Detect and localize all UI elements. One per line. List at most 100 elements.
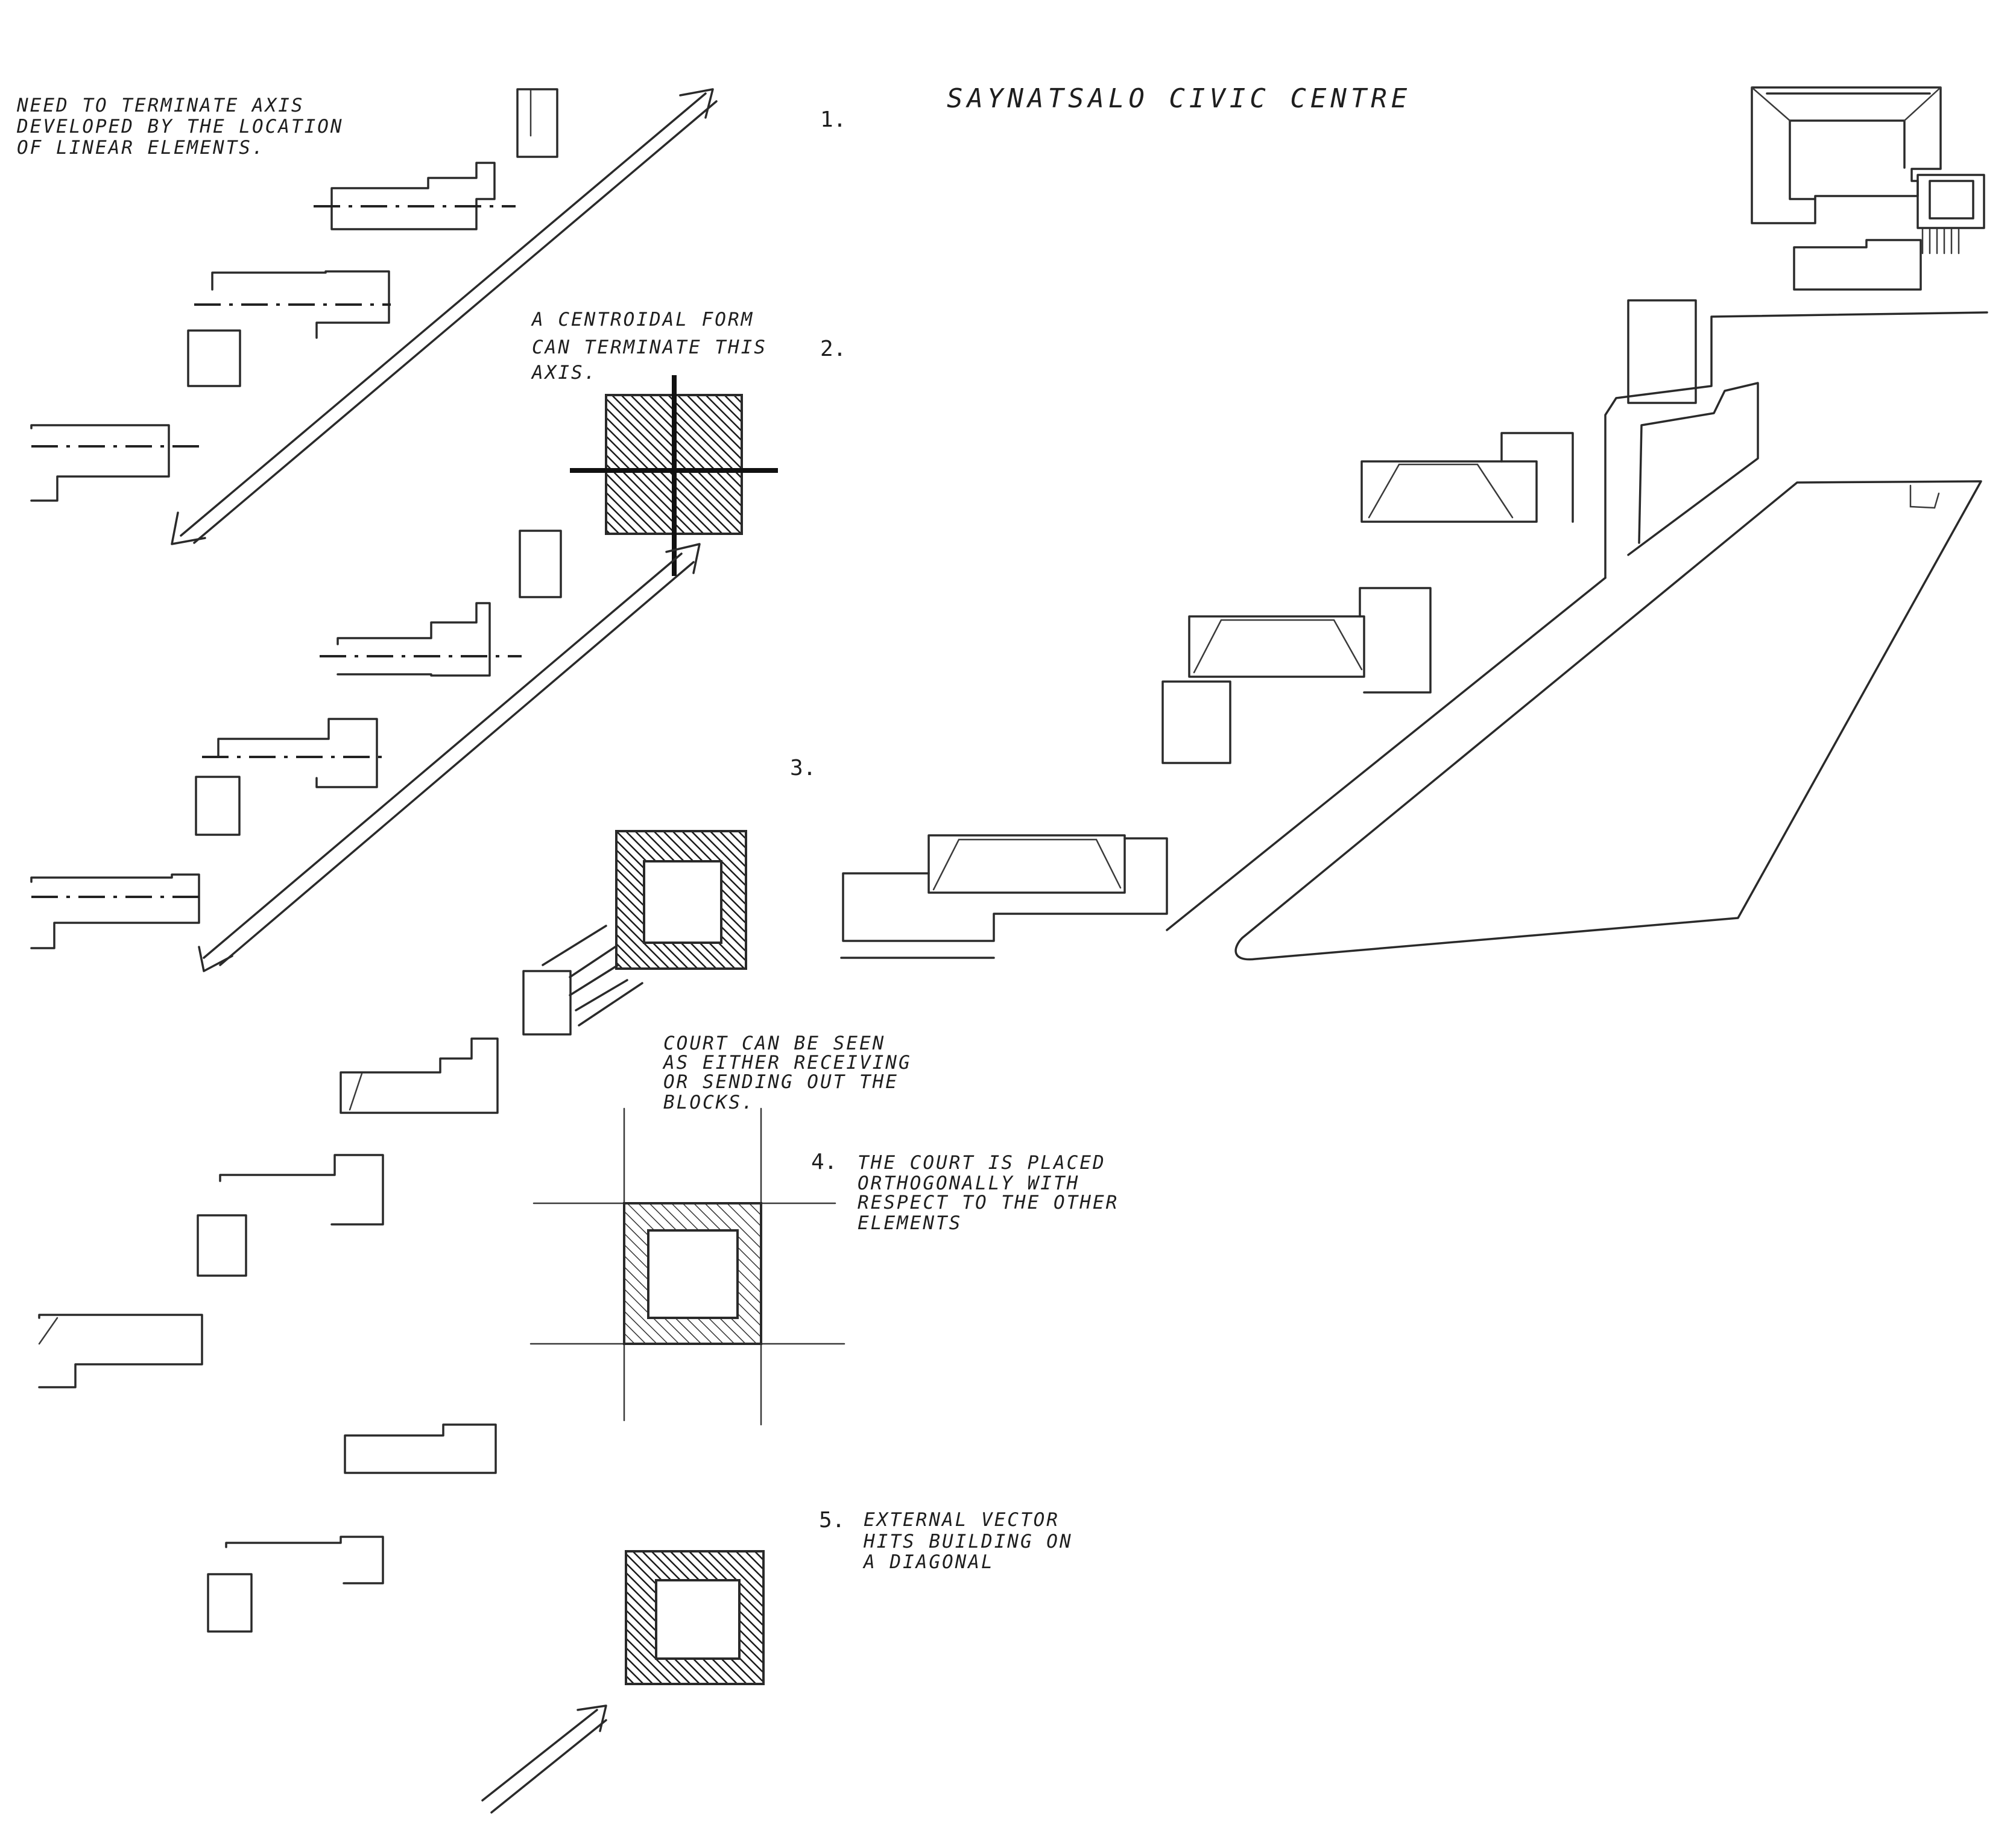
d1-block-a <box>330 162 496 230</box>
site-block-4-roof <box>932 838 1122 891</box>
d1-arrow-head-top <box>679 88 714 119</box>
note-3-line-2: AS EITHER RECEIVING <box>662 1052 912 1074</box>
d1-arrow-head-bottom <box>171 511 206 545</box>
d2-diagonal-axis-a <box>203 552 683 959</box>
site-block-2-main <box>1360 460 1538 523</box>
d3-court-void <box>643 860 722 944</box>
d1-diagonal-axis-a <box>180 92 707 537</box>
diagram-3-court-radiating <box>38 830 747 1388</box>
note-2-line-1: A CENTROIDAL FORM <box>531 309 754 331</box>
d3-arrow-4 <box>575 979 628 1011</box>
d1-block-c <box>30 424 170 502</box>
site-courtyard-hip-1 <box>1751 86 1791 122</box>
d3-arrow-5 <box>578 982 643 1027</box>
note-2-line-2: CAN TERMINATE THIS <box>532 337 767 358</box>
site-plan <box>840 86 1988 961</box>
site-block-3-main <box>1188 615 1365 678</box>
site-wedge-corner-block <box>1909 484 1940 509</box>
site-courtyard-outer <box>1751 86 1942 224</box>
d3-block-b-foot <box>197 1214 247 1277</box>
site-block-4 <box>840 834 1168 959</box>
note-5-line-2: HITS BUILDING ON <box>863 1531 1073 1552</box>
step-4-number: 4. <box>811 1150 837 1174</box>
d3-block-c-eave <box>38 1317 58 1345</box>
note-5: EXTERNAL VECTOR HITS BUILDING ON A DIAGO… <box>862 1509 1073 1573</box>
d3-block-b <box>219 1154 384 1226</box>
note-4-line-4: ELEMENTS <box>858 1212 962 1234</box>
site-annex <box>1793 239 1922 291</box>
step-5-number: 5. <box>819 1508 845 1533</box>
diagram-4-orthogonal-court <box>207 1107 845 1633</box>
note-3: COURT CAN BE SEEN AS EITHER RECEIVING OR… <box>662 1033 912 1113</box>
d5-vector-a <box>481 1709 598 1802</box>
site-block-4-ext <box>842 837 1168 942</box>
note-3-line-1: COURT CAN BE SEEN <box>663 1033 885 1054</box>
site-block-4-main <box>927 834 1126 894</box>
site-road-edge-2 <box>1627 382 1759 556</box>
step-1-number: 1. <box>820 107 846 132</box>
diagram-5-external-vector <box>481 1550 765 1814</box>
note-4-line-2: ORTHOGONALLY WITH <box>858 1173 1079 1194</box>
note-4: THE COURT IS PLACED ORTHOGONALLY WITH RE… <box>858 1152 1119 1234</box>
note-1: NEED TO TERMINATE AXIS DEVELOPED BY THE … <box>16 95 344 159</box>
note-4-line-3: RESPECT TO THE OTHER <box>858 1192 1119 1214</box>
diagram-2-centroidal-form <box>30 375 778 972</box>
note-1-line-1: NEED TO TERMINATE AXIS <box>16 95 305 116</box>
d2-arrow-head-bottom <box>198 946 233 972</box>
d4-block-b <box>225 1536 384 1584</box>
d1-small-block <box>516 88 558 158</box>
site-council-chamber <box>1916 174 1985 229</box>
d2-diagonal-axis-b <box>219 561 695 966</box>
note-3-line-3: OR SENDING OUT THE <box>663 1071 899 1093</box>
site-block-3-roof <box>1193 619 1363 674</box>
d3-block-a-eave <box>349 1072 363 1111</box>
note-4-line-1: THE COURT IS PLACED <box>858 1152 1106 1174</box>
note-5-line-1: EXTERNAL VECTOR <box>864 1509 1060 1531</box>
d2-arrow-head-top <box>665 543 701 574</box>
step-3-number: 3. <box>790 756 816 780</box>
d3-block-c <box>38 1314 203 1388</box>
d4-block-a <box>344 1423 497 1474</box>
d2-block-a <box>337 602 491 677</box>
d5-vector-b <box>490 1719 607 1814</box>
site-block-3 <box>1161 587 1432 764</box>
d3-arrows <box>542 925 643 1027</box>
site-courtyard-inner-top <box>1789 119 1906 169</box>
sheet-title: SAYNATSALO CIVIC CENTRE <box>947 83 1411 114</box>
step-2-number: 2. <box>820 337 846 361</box>
site-diagonal-edge <box>1166 577 1607 931</box>
site-block-1 <box>1627 299 1697 404</box>
d3-arrow-2 <box>569 946 616 978</box>
note-2-line-3: AXIS. <box>531 362 597 384</box>
d2-block-c <box>30 873 200 949</box>
d2-block-b <box>217 718 378 788</box>
site-courtyard-inner-left <box>1789 119 1816 200</box>
d1-block-b-foot <box>187 329 241 387</box>
note-1-line-2: DEVELOPED BY THE LOCATION <box>16 116 344 138</box>
site-council-chamber-roof <box>1929 180 1974 220</box>
site-road-edge-1 <box>1604 311 1988 579</box>
site-wedge-plaza <box>1234 480 1982 961</box>
note-1-line-3: OF LINEAR ELEMENTS. <box>17 137 265 159</box>
site-block-2-roof <box>1368 463 1514 519</box>
note-5-line-3: A DIAGONAL <box>862 1551 994 1573</box>
d2-block-b-foot <box>195 776 241 836</box>
d1-diagonal-axis-b <box>193 100 718 544</box>
site-steps <box>1921 228 1960 255</box>
site-block-3-foot <box>1161 680 1231 764</box>
site-block-2-ext <box>1500 432 1574 523</box>
note-3-line-4: BLOCKS. <box>663 1092 755 1113</box>
d3-arrow-3 <box>569 964 619 996</box>
d3-block-a <box>340 1037 499 1114</box>
d4-block-b-foot <box>207 1573 253 1633</box>
note-2: A CENTROIDAL FORM CAN TERMINATE THIS AXI… <box>531 309 767 384</box>
site-block-3-ext <box>1359 587 1432 694</box>
site-main-courtyard-building <box>1751 86 1985 291</box>
diagram-1-linear-elements <box>30 88 718 545</box>
d5-court-void <box>655 1579 741 1660</box>
d2-small-block <box>519 530 562 598</box>
site-courtyard-hip-2 <box>1903 86 1942 122</box>
d3-small-block <box>522 970 572 1036</box>
d4-court-void <box>647 1229 739 1319</box>
